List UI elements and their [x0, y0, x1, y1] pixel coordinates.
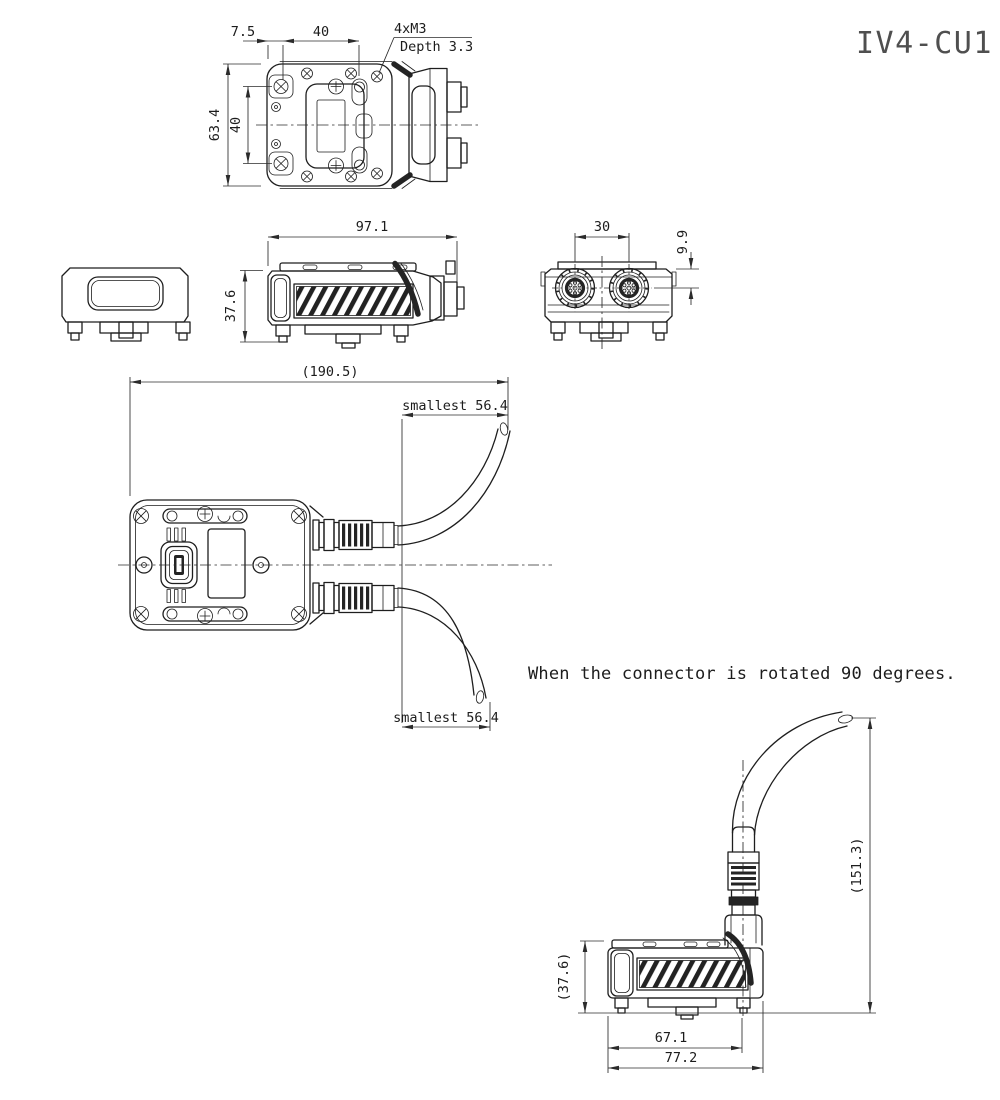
left-side-view	[61, 267, 191, 342]
dim-label-top-offset: 7.5	[231, 24, 255, 40]
front-body	[267, 270, 442, 326]
label-window	[207, 528, 246, 599]
dim-label-connector-pitch: 30	[594, 219, 610, 235]
drawing-title: IV4-CU1	[856, 26, 993, 61]
cable-gland-bottom	[312, 581, 399, 615]
rotated-connector-view: (151.3) (37.6) 67.1 77.2	[556, 711, 876, 1073]
dim-label-front-width: 97.1	[356, 219, 389, 235]
rotated-cable	[731, 711, 853, 836]
dim-label-min-bend-bottom: smallest 56.4	[393, 710, 499, 726]
plan-with-cables-view: (190.5) smallest 56.4 smallest 56.4	[118, 364, 552, 731]
top-view-edge-screws	[301, 67, 383, 183]
thread-depth-label: Depth 3.3	[400, 39, 473, 55]
cable-gland-top	[312, 518, 399, 552]
dim-label-overall-length: (190.5)	[302, 364, 359, 380]
dim-label-rotated-overall-height: (151.3)	[849, 838, 865, 895]
connector-face-view: 30 9.9	[540, 219, 699, 352]
cable-bottom	[397, 587, 487, 704]
dim-label-rotated-body-height: (37.6)	[556, 953, 572, 1002]
dim-label-front-height: 37.6	[223, 290, 239, 323]
dim-label-top-height: 63.4	[207, 109, 223, 142]
dim-label-rotated-body-width: 77.2	[665, 1050, 698, 1066]
rotated-heatsink-hatch	[639, 960, 746, 988]
left-side-body	[61, 267, 189, 323]
thread-callout-label: 4xM3	[394, 21, 427, 37]
cable-top	[397, 422, 511, 546]
rotated-cable-gland	[724, 826, 763, 946]
top-view: 7.5 40 4xM3 Depth 3.3 63.4 40	[207, 21, 478, 189]
front-heatsink-hatch	[296, 286, 411, 316]
dim-label-rotated-connector-center: 67.1	[655, 1030, 688, 1046]
rotation-note: When the connector is rotated 90 degrees…	[528, 664, 956, 684]
dim-label-top-pitch-v: 40	[228, 117, 244, 133]
dim-label-min-bend-top: smallest 56.4	[402, 398, 508, 414]
front-view: 97.1 37.6	[223, 219, 465, 349]
dim-label-top-pitch-h: 40	[313, 24, 329, 40]
dim-label-connector-offset: 9.9	[675, 230, 691, 254]
